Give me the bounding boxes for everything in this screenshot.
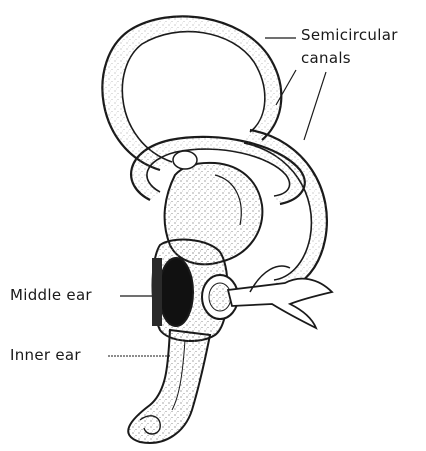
semicircular-leader-line-2 [304, 72, 326, 140]
middle-ear-label: Middle ear [10, 286, 92, 304]
semicircular-label-line2: canals [301, 49, 351, 67]
inner-ear-label: Inner ear [10, 346, 81, 364]
cochlea [128, 330, 210, 443]
stapes [228, 266, 332, 328]
semicircular-label-line1: Semicircular [301, 26, 398, 44]
